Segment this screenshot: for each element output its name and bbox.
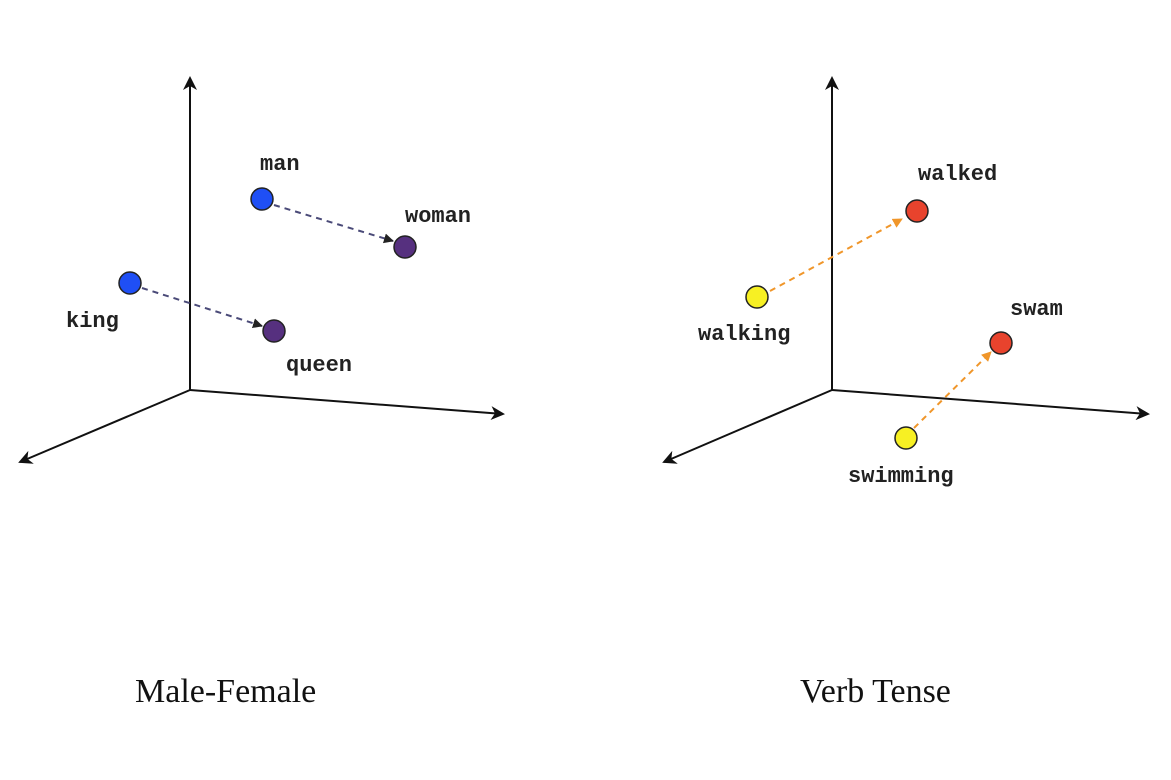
- point-swimming: [894, 426, 918, 450]
- label-king: king: [66, 309, 119, 334]
- relation-arrow-swimming-swam: [913, 351, 992, 429]
- point-king: [118, 271, 142, 295]
- panel-verb-tense: walking walked swimming swam Verb Tense: [662, 76, 1150, 710]
- relation-arrow-man-woman: [273, 204, 394, 244]
- caption-male-female: Male-Female: [135, 673, 316, 710]
- point-walked: [905, 199, 929, 223]
- axis-depth: [18, 389, 191, 464]
- axes-verb-tense: [662, 76, 1150, 464]
- label-woman: woman: [405, 204, 471, 229]
- label-queen: queen: [286, 353, 352, 378]
- point-queen: [262, 319, 286, 343]
- axis-depth: [662, 389, 833, 464]
- point-woman: [393, 235, 417, 259]
- label-walked: walked: [918, 162, 997, 187]
- label-man: man: [260, 152, 300, 177]
- label-swam: swam: [1010, 297, 1063, 322]
- panel-male-female: man woman king queen Male-Female: [18, 76, 505, 710]
- relation-arrow-walking-walked: [769, 218, 903, 292]
- point-walking: [745, 285, 769, 309]
- axis-horizontal: [189, 389, 505, 421]
- relation-arrow-king-queen: [141, 287, 263, 329]
- label-swimming: swimming: [848, 464, 954, 489]
- point-swam: [989, 331, 1013, 355]
- label-walking: walking: [698, 322, 790, 347]
- axes-male-female: [18, 76, 505, 464]
- axis-horizontal: [831, 389, 1150, 421]
- caption-verb-tense: Verb Tense: [800, 673, 951, 710]
- point-man: [250, 187, 274, 211]
